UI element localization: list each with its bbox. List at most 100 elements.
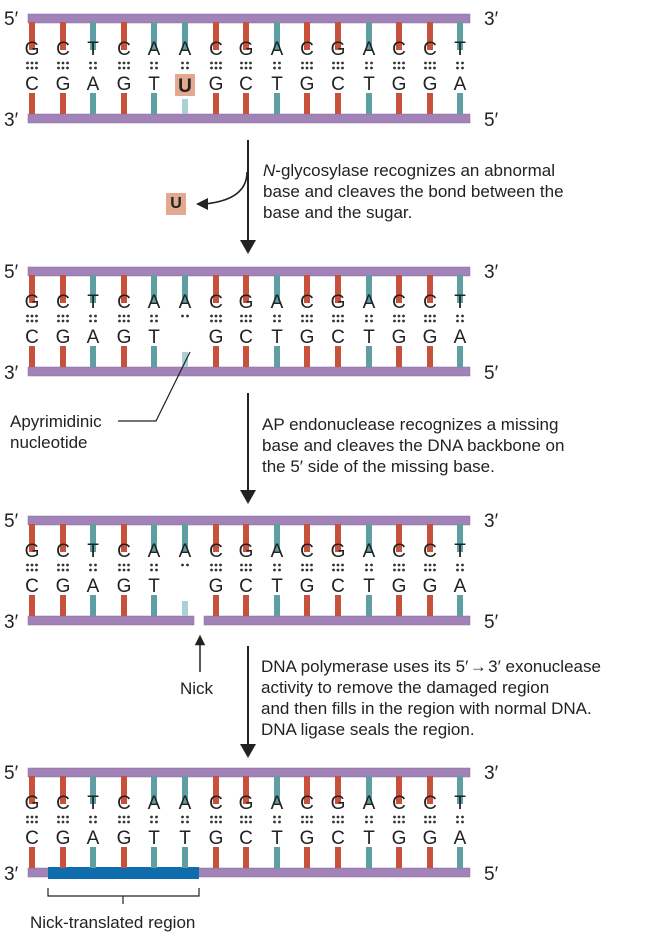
hbond-dot	[89, 815, 92, 819]
bottom-base-letter: C	[25, 327, 39, 348]
bottom-stub-short	[182, 601, 188, 616]
bottom-base-letter: G	[300, 828, 315, 849]
hbond-dot	[26, 820, 29, 824]
bottom-base-letter: G	[56, 576, 71, 597]
hbond-dot	[393, 568, 396, 572]
hbond-dot	[456, 568, 459, 572]
apyrimidinic-line-1: Apyrimidinic	[10, 412, 102, 431]
hbond-dot	[181, 563, 184, 567]
hbond-dot	[336, 61, 340, 65]
hbond-dot	[402, 61, 405, 65]
hbond-dot	[155, 66, 158, 70]
bottom-stub	[427, 847, 433, 868]
hbond-dot	[127, 563, 130, 567]
bottom-base-letter: A	[87, 576, 100, 597]
hbond-dot	[310, 815, 313, 819]
hbond-dot	[244, 820, 248, 824]
top-base-letter: T	[454, 39, 466, 60]
bottom-stub	[396, 93, 402, 114]
hbond-dot	[305, 563, 309, 567]
hbond-dot	[305, 319, 309, 323]
hbond-dot	[341, 563, 344, 567]
step-3-line-4: DNA ligase seals the region.	[261, 720, 475, 739]
hbond-dot	[94, 319, 97, 323]
bottom-stub-short	[182, 352, 188, 367]
bottom-stub	[213, 595, 219, 616]
top-base-letter: T	[454, 541, 466, 562]
bottom-stub	[396, 595, 402, 616]
top-base-letter: G	[25, 39, 40, 60]
hbond-dot	[273, 314, 276, 318]
nick-translated-bracket	[47, 888, 200, 904]
hbond-dot	[219, 820, 222, 824]
hbond-dot	[186, 815, 189, 819]
top-stub	[182, 524, 188, 552]
hbond-dot	[370, 61, 373, 65]
top-stub	[29, 524, 35, 552]
bottom-base-letter: G	[56, 828, 71, 849]
top-base-letter: T	[454, 793, 466, 814]
hbond-dot	[278, 66, 281, 70]
bottom-base-letter: C	[25, 576, 39, 597]
step-3-line-1-post: 3′ exonuclease	[488, 657, 601, 676]
bottom-stub	[213, 93, 219, 114]
hbond-dot	[278, 568, 281, 572]
bottom-base-letter: C	[331, 828, 345, 849]
hbond-dot	[214, 319, 218, 323]
top-base-letter: A	[148, 39, 161, 60]
hbond-dot	[393, 314, 396, 318]
bottom-stub	[274, 847, 280, 868]
hbond-dot	[122, 568, 126, 572]
bottom-stub	[243, 595, 249, 616]
step-arrow-head-3	[240, 744, 256, 758]
top-stub	[427, 524, 433, 552]
hbond-dot	[240, 319, 243, 323]
step-2-line-3: the 5′ side of the missing base.	[262, 457, 495, 476]
hbond-dot	[118, 820, 121, 824]
top-stub	[366, 22, 372, 50]
bottom-stub	[304, 595, 310, 616]
hbond-dot	[428, 815, 432, 819]
top-stub	[274, 776, 280, 804]
bottom-stub	[457, 595, 463, 616]
hbond-dot	[433, 314, 436, 318]
hbond-dot	[26, 61, 29, 65]
top-base-letter: C	[392, 292, 406, 313]
hbond-dot	[181, 815, 184, 819]
top-stub	[427, 776, 433, 804]
bottom-base-letter: T	[271, 327, 283, 348]
three-prime-top-label: 3′	[484, 9, 499, 30]
bottom-base-letter: C	[331, 74, 345, 95]
hbond-dot	[122, 66, 126, 70]
hbond-dot	[332, 319, 335, 323]
bottom-base-letter: T	[363, 828, 375, 849]
hbond-dot	[305, 61, 309, 65]
hbond-dot	[127, 314, 130, 318]
bottom-stub-short	[182, 99, 188, 114]
bottom-base-letter: G	[56, 74, 71, 95]
hbond-dot	[249, 820, 252, 824]
top-stub	[151, 524, 157, 552]
hbond-dot	[150, 319, 153, 323]
hbond-dot	[89, 319, 92, 323]
hbond-dot	[150, 314, 153, 318]
top-base-letter: C	[56, 541, 70, 562]
hbond-dot	[66, 815, 69, 819]
bottom-backbone-right	[203, 615, 471, 626]
hbond-dot	[118, 568, 121, 572]
hbond-dot	[35, 314, 38, 318]
release-arrow-head	[196, 198, 208, 210]
hbond-dot	[273, 319, 276, 323]
hbond-dot	[402, 820, 405, 824]
hbond-dot	[66, 820, 69, 824]
hbond-dot	[210, 815, 213, 819]
top-base-letter: C	[392, 541, 406, 562]
bottom-stub	[90, 93, 96, 114]
bottom-stub	[335, 93, 341, 114]
three-prime-bottom-label: 3′	[4, 612, 19, 633]
hbond-dot	[155, 815, 158, 819]
bottom-base-letter: G	[117, 576, 132, 597]
hbond-dot	[127, 568, 130, 572]
bottom-stub	[182, 847, 188, 868]
